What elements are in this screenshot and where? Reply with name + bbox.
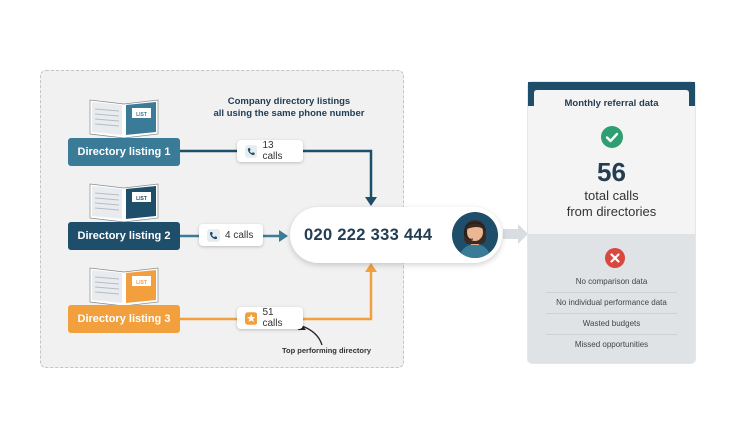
call-count-3: 51 calls bbox=[262, 307, 283, 329]
operator-avatar-icon bbox=[452, 212, 498, 258]
top-performing-note: Top performing directory bbox=[282, 346, 372, 355]
issue-item: Missed opportunities bbox=[574, 340, 649, 349]
referral-data-card bbox=[528, 82, 695, 363]
book-icon: LIST bbox=[89, 183, 159, 223]
issue-item: Wasted budgets bbox=[546, 314, 677, 335]
arrow-head-1 bbox=[365, 197, 377, 206]
arrow-head-3 bbox=[365, 263, 377, 272]
phone-number: 020 222 333 444 bbox=[304, 226, 433, 244]
total-calls-label-2: from directories bbox=[566, 204, 657, 219]
svg-text:LIST: LIST bbox=[136, 196, 147, 202]
call-count-pill-3: 51 calls bbox=[237, 307, 303, 329]
book-icon: LIST bbox=[89, 267, 159, 307]
intro-line-2: all using the same phone number bbox=[213, 108, 365, 119]
total-calls-label-1: total calls bbox=[584, 188, 639, 203]
directory-label-3: Directory listing 3 bbox=[68, 305, 180, 333]
call-count-pill-1: 13 calls bbox=[237, 140, 303, 162]
directory-label-1: Directory listing 1 bbox=[68, 138, 180, 166]
phone-icon bbox=[207, 228, 220, 242]
book-icon: LIST bbox=[89, 99, 159, 139]
call-count-1: 13 calls bbox=[262, 140, 283, 162]
card-header-tab bbox=[528, 82, 695, 106]
cross-icon bbox=[605, 248, 625, 268]
svg-text:LIST: LIST bbox=[136, 280, 147, 286]
card-title: Monthly referral data bbox=[564, 98, 659, 109]
arrow-head-2 bbox=[279, 230, 288, 242]
directory-label-2: Directory listing 2 bbox=[68, 222, 180, 250]
note-arrow bbox=[301, 325, 323, 346]
star-icon bbox=[245, 311, 258, 325]
check-icon bbox=[601, 126, 623, 148]
call-count-pill-2: 4 calls bbox=[199, 224, 263, 246]
svg-text:LIST: LIST bbox=[136, 112, 147, 118]
card-arrow bbox=[503, 224, 528, 244]
phone-icon bbox=[245, 144, 258, 158]
total-calls-number: 56 bbox=[597, 157, 626, 187]
issue-item: No individual performance data bbox=[546, 293, 677, 314]
call-count-2: 4 calls bbox=[225, 229, 254, 241]
issue-item: No comparison data bbox=[546, 272, 677, 293]
intro-line-1: Company directory listings bbox=[227, 96, 351, 107]
intro-text: Company directory listings all using the… bbox=[196, 96, 382, 120]
